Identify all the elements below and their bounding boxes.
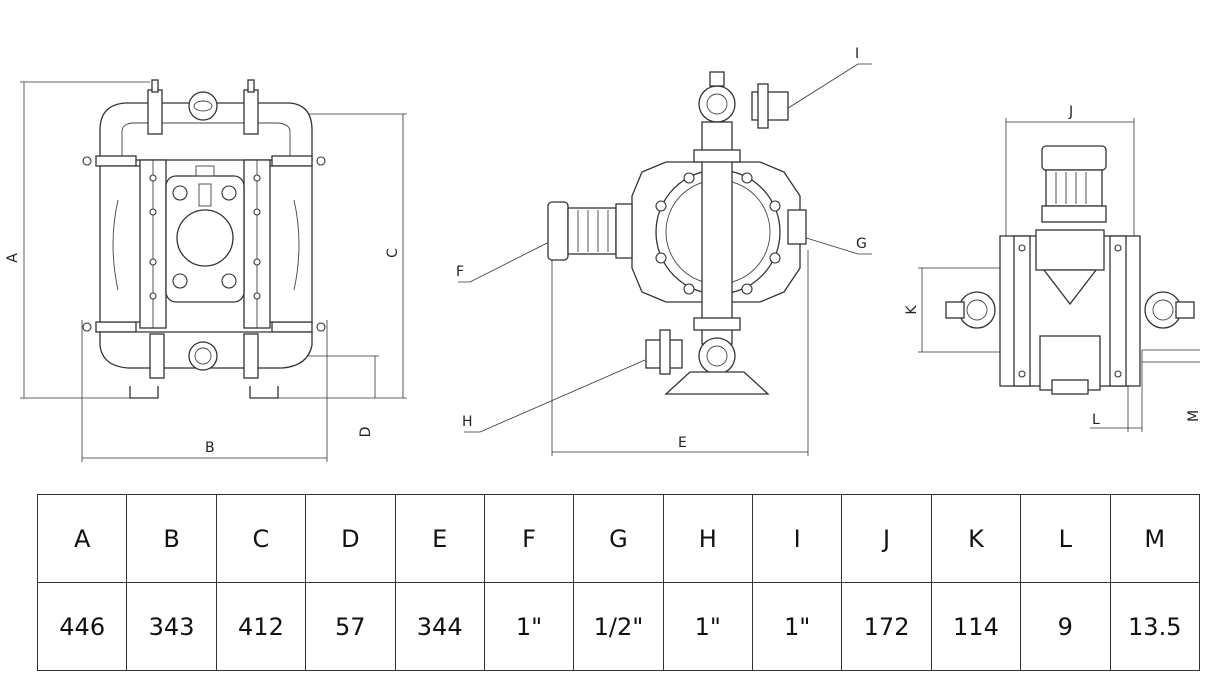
- value-cell-j: 172: [841, 582, 932, 671]
- dim-label-e: E: [678, 435, 687, 451]
- value-cell-h: 1": [662, 582, 754, 671]
- value-cell-k: 114: [930, 582, 1022, 671]
- table-header-row: A B C D E F G H I J K L M: [36, 494, 1200, 583]
- value-cell-b: 343: [126, 582, 217, 671]
- value-cell-i: 1": [751, 582, 843, 671]
- value-cell-e: 344: [394, 582, 485, 671]
- dim-label-h: H: [462, 414, 473, 430]
- header-cell-j: J: [841, 494, 932, 583]
- dim-label-a: A: [5, 253, 21, 263]
- header-cell-a: A: [36, 494, 128, 583]
- dim-label-c: C: [385, 248, 401, 258]
- dim-label-j: J: [1068, 104, 1073, 120]
- header-cell-d: D: [305, 494, 396, 583]
- header-cell-b: B: [126, 494, 217, 583]
- header-cell-k: K: [930, 494, 1022, 583]
- dim-label-g: G: [856, 236, 867, 252]
- header-cell-e: E: [394, 494, 485, 583]
- value-cell-d: 57: [305, 582, 396, 671]
- dim-label-b: B: [205, 440, 215, 456]
- header-cell-h: H: [662, 494, 754, 583]
- header-cell-m: M: [1109, 494, 1200, 583]
- value-cell-a: 446: [36, 582, 128, 671]
- value-cell-m: 13.5: [1109, 582, 1200, 671]
- header-cell-l: L: [1020, 494, 1111, 583]
- table-value-row: 446 343 412 57 344 1" 1/2" 1" 1" 172 114…: [36, 582, 1200, 671]
- dim-label-d: D: [358, 427, 374, 438]
- value-cell-f: 1": [483, 582, 575, 671]
- header-cell-c: C: [215, 494, 307, 583]
- dim-label-m: M: [1186, 410, 1202, 422]
- header-cell-f: F: [483, 494, 575, 583]
- front-view: A C D B: [5, 79, 407, 462]
- header-cell-g: G: [573, 494, 664, 583]
- value-cell-g: 1/2": [573, 582, 664, 671]
- dim-label-i: I: [855, 46, 859, 62]
- dim-label-f: F: [456, 264, 464, 280]
- dim-label-k: K: [904, 305, 920, 315]
- dimension-table: A B C D E F G H I J K L M 446 343 412 57…: [36, 494, 1200, 671]
- value-cell-l: 9: [1020, 582, 1111, 671]
- value-cell-c: 412: [215, 582, 307, 671]
- dim-label-l: L: [1092, 412, 1100, 428]
- side-view: E I F G H: [456, 46, 872, 456]
- top-view: J K L M: [904, 104, 1202, 432]
- pump-dimension-drawing: A C D B: [5, 46, 1202, 462]
- header-cell-i: I: [751, 494, 843, 583]
